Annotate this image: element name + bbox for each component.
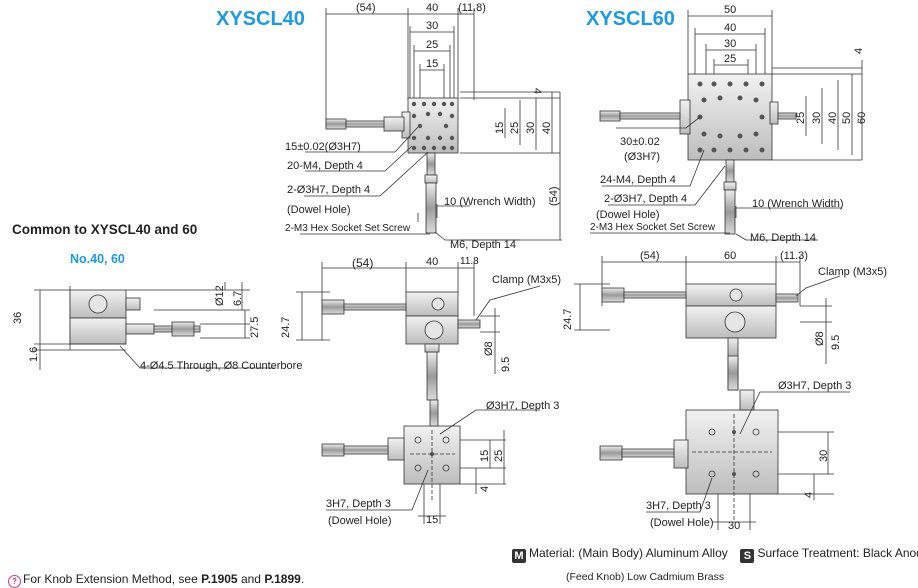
dim-v-4: 4 xyxy=(853,47,865,54)
dim-v-60: 60 xyxy=(856,111,868,124)
title-common-sub: No.40, 60 xyxy=(70,252,125,266)
dim-25: 25 xyxy=(724,53,737,65)
dim-v-15: 15 xyxy=(479,449,491,462)
dim-v-30: 30 xyxy=(525,121,537,134)
dim-v-9-5: 9.5 xyxy=(830,334,842,350)
dim-v-o8: Ø8 xyxy=(483,341,495,356)
dim-54: (54) xyxy=(640,250,660,262)
dim-v-54: (54) xyxy=(548,186,560,206)
dim-v-24-7: 24.7 xyxy=(562,308,574,330)
label-dowel-hole: (Dowel Hole) xyxy=(287,204,351,216)
label-hex-socket: 2-M3 Hex Socket Set Screw xyxy=(590,222,716,233)
dim-v-24-7: 24.7 xyxy=(280,316,292,338)
dim-40: 40 xyxy=(724,22,737,34)
title-xyscl60: XYSCL60 xyxy=(586,8,675,30)
dim-30: 30 xyxy=(426,20,439,32)
label-m6-depth: M6, Depth 14 xyxy=(750,232,817,244)
dim-v-9-5: 9.5 xyxy=(500,356,512,372)
common-side-view xyxy=(34,282,275,370)
dim-v-30: 30 xyxy=(818,449,830,462)
dim-54: (54) xyxy=(352,256,374,270)
dim-v-o12: Ø12 xyxy=(214,285,226,306)
info-icon: ? xyxy=(8,575,21,588)
material-text: Material: (Main Body) Aluminum Alloy xyxy=(529,546,728,560)
label-clamp: Clamp (M3x5) xyxy=(818,266,888,278)
label-3h7-depth3: 3H7, Depth 3 xyxy=(646,500,711,512)
dim-v-50: 50 xyxy=(841,111,853,124)
dim-11-8: (11.8) xyxy=(458,2,486,14)
dim-v-30: 30 xyxy=(811,111,823,124)
dim-54: (54) xyxy=(356,2,376,14)
xyscl40-side-view xyxy=(296,262,541,401)
knob-extension-note: ?For Knob Extension Method, see P.1905 a… xyxy=(8,572,304,588)
feed-knob-material: (Feed Knob) Low Cadmium Brass xyxy=(566,571,725,583)
dim-11-8: 11.8 xyxy=(460,256,479,267)
dim-v-15: 15 xyxy=(494,121,506,134)
label-counterbore: 4-Ø4.5 Through, Ø8 Counterbore xyxy=(140,360,303,372)
dim-30: 30 xyxy=(728,520,741,532)
label-o3h7: (Ø3H7) xyxy=(624,151,661,163)
label-dowel-hole: (Dowel Hole) xyxy=(328,515,392,527)
label-dowel-hole: (Dowel Hole) xyxy=(596,209,660,221)
label-24-m4: 24-M4, Depth 4 xyxy=(600,174,676,186)
label-30-002: 30±0.02 xyxy=(620,136,660,148)
dim-v-36: 36 xyxy=(12,311,24,324)
title-xyscl40: XYSCL40 xyxy=(216,8,305,30)
label-15-002: 15±0.02(Ø3H7) xyxy=(285,141,361,153)
dim-15: 15 xyxy=(426,58,439,70)
label-o3h7-depth3: Ø3H7, Depth 3 xyxy=(486,400,560,412)
label-3h7-depth3: 3H7, Depth 3 xyxy=(326,498,391,510)
dim-v-1-6: 1.6 xyxy=(28,346,40,362)
page-link-1905[interactable]: P.1905 xyxy=(201,572,238,586)
dim-v-6-7: 6.7 xyxy=(232,290,244,306)
dim-60: 60 xyxy=(724,250,737,262)
dim-v-40: 40 xyxy=(827,111,839,124)
dim-50: 50 xyxy=(724,4,737,16)
dim-v-25: 25 xyxy=(795,111,807,124)
dim-25: 25 xyxy=(426,39,439,51)
dim-15: 15 xyxy=(426,514,439,526)
dim-v-40: 40 xyxy=(541,121,553,134)
surface-text: Surface Treatment: Black Anodize xyxy=(757,546,918,560)
xyscl60-bottom-view xyxy=(599,355,850,530)
surface-icon: S xyxy=(740,549,755,563)
dim-v-25: 25 xyxy=(509,121,521,134)
label-2-o3h7: 2-Ø3H7, Depth 4 xyxy=(604,193,688,205)
xyscl40-bottom-view xyxy=(321,399,540,524)
dim-v-27-5: 27.5 xyxy=(249,316,261,338)
dim-v-4: 4 xyxy=(531,88,543,95)
xyscl40-top-view xyxy=(300,8,562,241)
dim-30: 30 xyxy=(724,38,737,50)
label-m6-depth: M6, Depth 14 xyxy=(450,239,517,251)
label-hex-socket: 2-M3 Hex Socket Set Screw xyxy=(285,223,411,234)
dim-40: 40 xyxy=(426,2,439,14)
label-dowel-hole: (Dowel Hole) xyxy=(650,517,714,529)
label-20-m4: 20-M4, Depth 4 xyxy=(287,160,363,172)
material-icon: M xyxy=(512,549,526,563)
dim-v-25: 25 xyxy=(493,449,505,462)
label-2-o3h7: 2-Ø3H7, Depth 4 xyxy=(287,184,371,196)
dim-v-4: 4 xyxy=(479,485,491,492)
label-wrench: 10 (Wrench Width) xyxy=(752,198,844,210)
dim-v-4: 4 xyxy=(803,491,815,498)
dim-v-o8: Ø8 xyxy=(814,331,826,346)
page-link-1899[interactable]: P.1899 xyxy=(264,572,301,586)
label-o3h7-depth3: Ø3H7, Depth 3 xyxy=(778,380,852,392)
label-clamp: Clamp (M3x5) xyxy=(492,274,562,286)
xyscl60-side-view xyxy=(574,256,841,391)
dim-40: 40 xyxy=(426,256,439,268)
title-common: Common to XYSCL40 and 60 xyxy=(12,222,198,237)
xyscl60-top-view xyxy=(590,10,863,241)
label-wrench: 10 (Wrench Width) xyxy=(444,196,536,208)
dim-11-3: (11.3) xyxy=(780,250,808,262)
